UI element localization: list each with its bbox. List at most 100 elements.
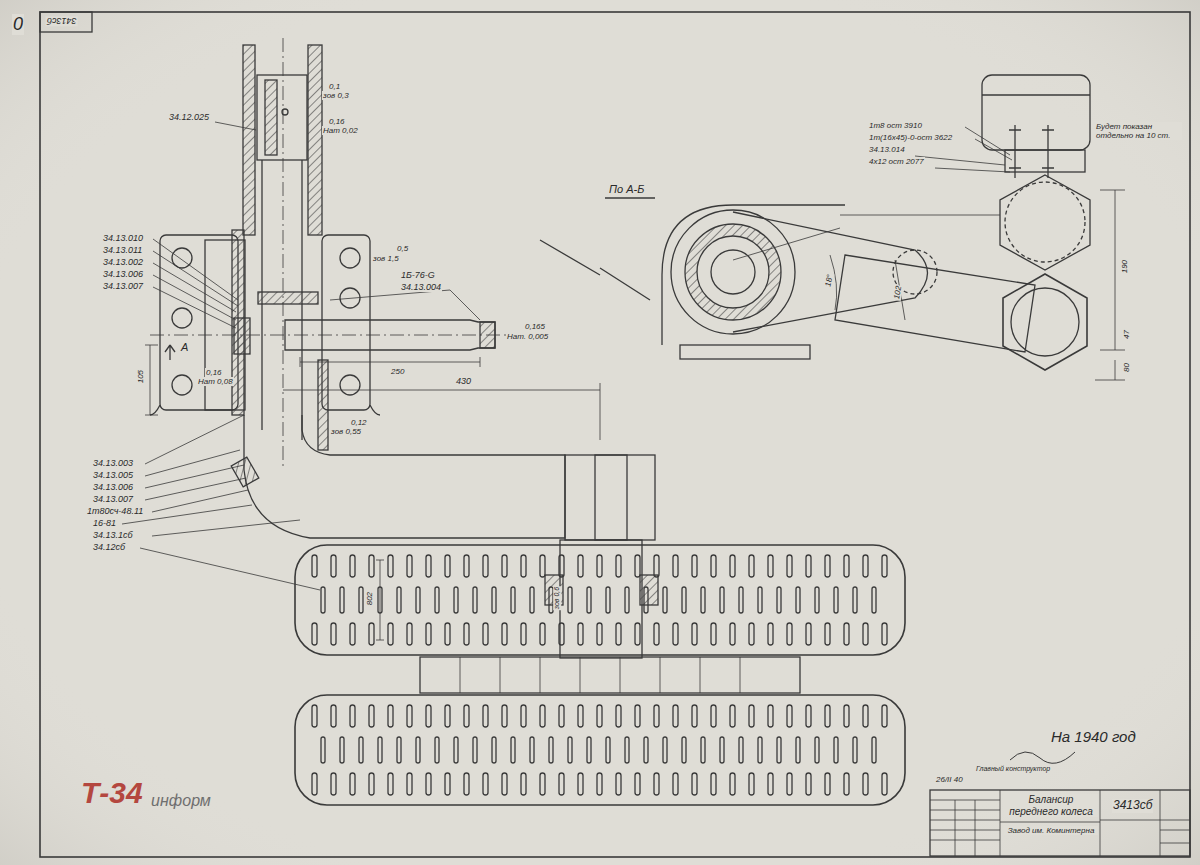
tread-slot	[597, 773, 602, 795]
tread-slot	[758, 737, 762, 763]
tread-slot	[530, 587, 534, 613]
tread-slot	[568, 737, 572, 763]
tread-slot	[540, 555, 545, 577]
tread-slot	[635, 705, 640, 727]
title-grid	[930, 790, 1190, 856]
tread-slot	[768, 705, 773, 727]
tread-slot	[530, 737, 534, 763]
tread-slot	[796, 737, 800, 763]
tread-slot	[331, 555, 336, 577]
tread-slot	[587, 737, 591, 763]
axle-bore	[711, 250, 755, 294]
tread-slot	[853, 587, 857, 613]
frame	[40, 12, 1190, 857]
spring-knuckle	[1000, 175, 1090, 270]
tread-slot	[454, 587, 458, 613]
bearing-ring	[685, 224, 781, 320]
leader-line	[122, 415, 320, 590]
hub	[560, 540, 642, 658]
tolerance: зов 0,6	[553, 586, 561, 610]
drawing-lines	[40, 12, 1190, 857]
tread-slot	[682, 737, 686, 763]
tread-slot	[321, 587, 325, 613]
tread-slot	[549, 737, 553, 763]
bearing	[234, 318, 250, 354]
tolerance: зов 1,5	[372, 254, 400, 263]
tread-slot	[521, 555, 526, 577]
tread-slot	[369, 773, 374, 795]
tread-slot	[825, 773, 830, 795]
road-wheel	[295, 695, 905, 805]
part-number: 1Б-76-G	[400, 270, 436, 280]
tread-slot	[407, 555, 412, 577]
tread-slot	[454, 737, 458, 763]
leader-line	[153, 239, 238, 328]
housing-flange	[160, 235, 238, 410]
tread-slot	[720, 587, 724, 613]
dimension-line	[145, 345, 158, 415]
tread-slot	[701, 737, 705, 763]
tread-slot	[606, 737, 610, 763]
tread-slot	[483, 555, 488, 577]
tread-slot	[369, 623, 374, 645]
drawing-title: Балансир переднего колеса	[1004, 794, 1098, 817]
link-arm	[733, 212, 928, 332]
tread-slot	[768, 623, 773, 645]
tolerance: 0,12	[350, 418, 368, 427]
standard-part: 4х12 ост 2077	[868, 157, 925, 166]
tread-slot	[863, 705, 868, 727]
part-number: 34.13.002	[102, 257, 144, 267]
tread-slot	[445, 623, 450, 645]
tread-slot	[673, 705, 678, 727]
part-number: 34.13.011	[102, 245, 143, 255]
tread-slot	[464, 555, 469, 577]
center-line	[150, 335, 520, 336]
tread-slot	[711, 623, 716, 645]
tread-slot	[787, 623, 792, 645]
tolerance: 0,16	[205, 368, 223, 377]
tread-slot	[521, 623, 526, 645]
section-title: По А-Б	[608, 183, 645, 196]
bolt-hole	[172, 308, 192, 328]
tread-slot	[578, 773, 583, 795]
tread-slot	[739, 587, 743, 613]
company-name: Завод им. Коминтерна	[1004, 826, 1098, 835]
tread-slot	[378, 737, 382, 763]
standard-part: 1т(16х45)-0-ост 3622	[868, 133, 953, 142]
tread-slot	[834, 587, 838, 613]
tread-slot	[616, 623, 621, 645]
tread-slot	[768, 773, 773, 795]
tread-slot	[815, 737, 819, 763]
tread-slot	[815, 587, 819, 613]
center-line	[283, 38, 284, 470]
dimension: 802	[365, 591, 374, 606]
dimension: 80	[1122, 362, 1131, 373]
tread-slot	[720, 737, 724, 763]
tread-slot	[692, 555, 697, 577]
tolerance: Нат 0,02	[322, 126, 359, 135]
dimension: 250	[390, 367, 405, 376]
bearing	[231, 457, 259, 487]
tread-slot	[502, 705, 507, 727]
tread-slot	[312, 623, 317, 645]
tread-slot	[806, 555, 811, 577]
tread-slot	[331, 623, 336, 645]
tread-slot	[825, 623, 830, 645]
tread-slot	[340, 737, 344, 763]
tread-slot	[407, 623, 412, 645]
balancer-arm	[244, 415, 565, 538]
tolerance: Нат 0,08	[197, 377, 234, 386]
tread-slot	[492, 737, 496, 763]
spacer-ribs	[460, 657, 740, 693]
housing-wall	[318, 360, 328, 450]
tread-slot	[863, 773, 868, 795]
tread-slot	[587, 587, 591, 613]
leader-line	[733, 127, 1012, 260]
tread-slot	[616, 555, 621, 577]
tread-slot	[597, 555, 602, 577]
tread-slot	[682, 587, 686, 613]
tread-pattern	[312, 555, 887, 795]
tolerance: 0,1	[328, 82, 341, 91]
tread-slot	[787, 555, 792, 577]
section-mark: А	[180, 341, 189, 354]
